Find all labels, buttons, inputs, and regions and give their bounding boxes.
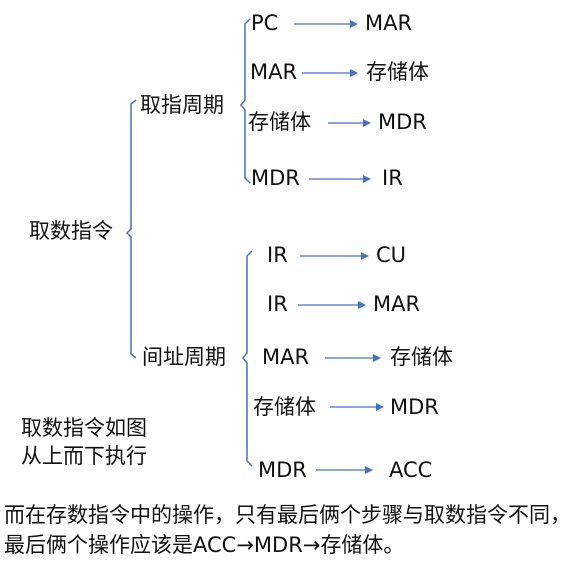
step-from: MAR xyxy=(262,345,310,369)
step-to: MAR xyxy=(373,292,421,316)
branch-label-indirect: 间址周期 xyxy=(142,345,226,369)
fetch-cycle-brace xyxy=(240,18,251,184)
caption: 而在存数指令中的操作，只有最后俩个步骤与取数指令不同，最后俩个操作应该是ACC→… xyxy=(4,503,571,557)
step-from: MAR xyxy=(250,60,298,84)
step-from: IR xyxy=(267,243,288,267)
step-to: IR xyxy=(382,166,403,190)
note-line-2: 从上而下执行 xyxy=(21,444,147,468)
branch-label-fetch: 取指周期 xyxy=(140,93,224,117)
step-to: CU xyxy=(376,243,407,267)
root-label: 取数指令 xyxy=(29,219,113,243)
step-to: 存储体 xyxy=(366,60,429,84)
step-from: IR xyxy=(267,292,288,316)
step-to: ACC xyxy=(389,458,433,482)
step-from: MDR xyxy=(258,458,307,482)
step-from: 存储体 xyxy=(253,395,316,419)
note: 取数指令如图 从上而下执行 xyxy=(21,414,147,470)
step-from: PC xyxy=(251,11,279,35)
indirect-cycle-brace xyxy=(242,250,253,467)
step-from: 存储体 xyxy=(248,110,311,134)
root-brace xyxy=(125,99,137,359)
step-to: MDR xyxy=(378,110,427,134)
note-line-1: 取数指令如图 xyxy=(21,416,147,440)
step-from: MDR xyxy=(251,166,300,190)
step-to: 存储体 xyxy=(390,345,453,369)
step-to: MDR xyxy=(390,395,439,419)
step-to: MAR xyxy=(365,11,413,35)
